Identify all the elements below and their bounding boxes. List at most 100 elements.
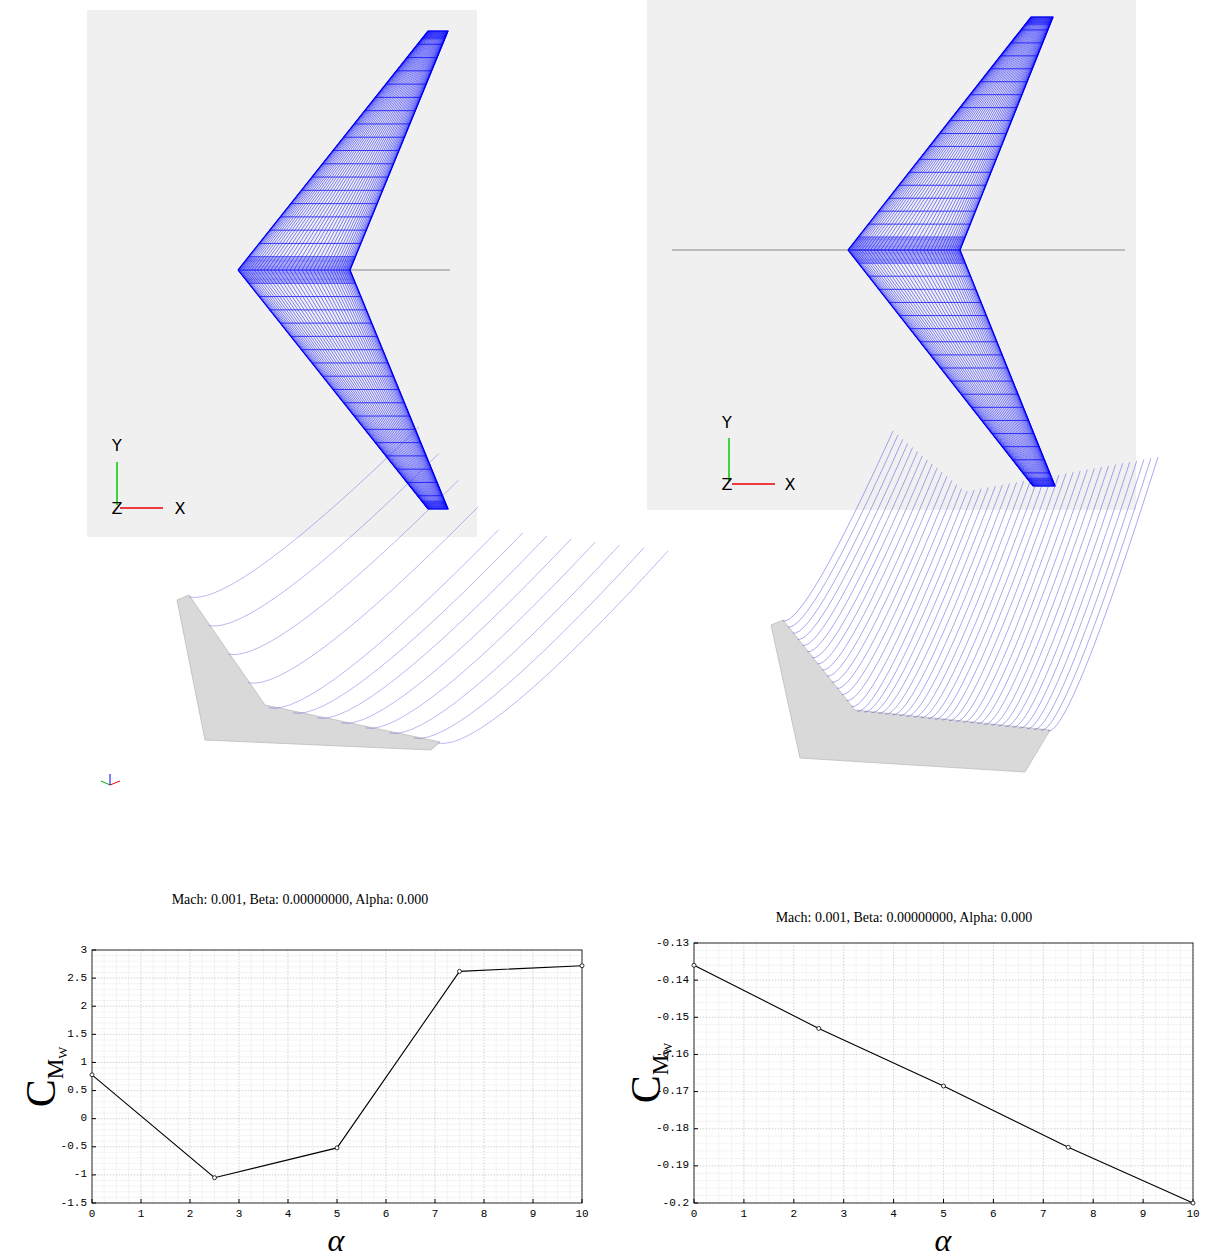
mesh-line bbox=[324, 31, 443, 270]
mesh-line bbox=[423, 502, 445, 503]
plot-title: Mach: 0.001, Beta: 0.00000000, Alpha: 0.… bbox=[776, 911, 1033, 925]
mesh-line bbox=[953, 250, 1054, 486]
symbol: C bbox=[623, 1075, 669, 1103]
major-grid bbox=[1093, 943, 1094, 1203]
mesh-line bbox=[864, 250, 1036, 486]
mesh-line bbox=[298, 270, 439, 509]
minor-grid bbox=[694, 1076, 1193, 1077]
mesh-line bbox=[310, 31, 441, 270]
minor-grid bbox=[694, 1143, 1193, 1144]
axis-x-line bbox=[110, 781, 120, 785]
wake-line bbox=[798, 443, 908, 639]
tick-label: 1.5 bbox=[67, 1029, 87, 1040]
mesh-line bbox=[306, 270, 440, 509]
data-marker bbox=[692, 963, 696, 967]
mesh-line bbox=[941, 250, 1052, 486]
minor-grid bbox=[856, 943, 857, 1203]
tick-mark bbox=[92, 1062, 96, 1063]
wake-line bbox=[209, 454, 439, 627]
minor-grid bbox=[275, 950, 276, 1203]
tick-label: -0.19 bbox=[656, 1160, 689, 1171]
minor-grid bbox=[1130, 943, 1131, 1203]
mesh-line bbox=[870, 17, 1035, 250]
axis-title: α bbox=[328, 1224, 345, 1256]
mesh-line bbox=[1025, 24, 1050, 25]
data-marker bbox=[580, 964, 584, 968]
minor-grid bbox=[520, 950, 521, 1203]
tick-label: 0.5 bbox=[67, 1085, 87, 1096]
mesh-line bbox=[1026, 23, 1050, 24]
axis-label: Y bbox=[722, 415, 732, 431]
mesh-line bbox=[339, 270, 446, 509]
minor-grid bbox=[694, 1047, 1193, 1048]
mesh-line bbox=[247, 31, 430, 270]
data-marker bbox=[213, 1176, 217, 1180]
minor-grid bbox=[214, 950, 215, 1203]
mesh-line bbox=[264, 31, 433, 270]
subscript: W bbox=[56, 1047, 70, 1059]
minor-grid bbox=[756, 943, 757, 1203]
mesh-line bbox=[884, 17, 1038, 250]
minor-grid bbox=[92, 972, 582, 973]
mesh-line bbox=[938, 250, 1051, 486]
tick-label: 2.5 bbox=[67, 973, 87, 984]
mesh-line bbox=[853, 244, 963, 245]
minor-grid bbox=[92, 1062, 582, 1063]
tick-label: -0.2 bbox=[663, 1198, 689, 1209]
mesh-line bbox=[888, 17, 1039, 250]
tick-mark bbox=[92, 1006, 96, 1007]
tick-mark bbox=[92, 1118, 96, 1119]
major-grid bbox=[239, 950, 240, 1203]
minor-grid bbox=[165, 950, 166, 1203]
view-background bbox=[87, 10, 477, 537]
mesh-line bbox=[286, 270, 437, 509]
mesh-line bbox=[949, 17, 1051, 250]
tick-label: 7 bbox=[1040, 1209, 1047, 1220]
major-grid bbox=[141, 950, 142, 1203]
minor-grid bbox=[545, 950, 546, 1203]
mesh-line bbox=[241, 266, 352, 267]
tick-mark bbox=[92, 978, 96, 979]
mesh-line bbox=[243, 275, 353, 276]
mesh-line bbox=[348, 270, 448, 509]
mesh-line bbox=[1030, 18, 1053, 19]
minor-grid bbox=[324, 950, 325, 1203]
wing-outline bbox=[848, 17, 1055, 486]
mesh-line bbox=[853, 255, 963, 256]
data-line bbox=[694, 965, 1193, 1203]
mesh-line bbox=[924, 250, 1048, 486]
minor-grid bbox=[92, 1006, 582, 1007]
tick-label: 4 bbox=[285, 1209, 292, 1220]
mesh-line bbox=[245, 270, 429, 509]
mesh-line bbox=[422, 38, 445, 39]
mesh-line bbox=[424, 36, 446, 37]
minor-grid bbox=[104, 950, 105, 1203]
mesh-line bbox=[867, 250, 1036, 486]
minor-grid bbox=[92, 1090, 582, 1091]
mesh-line bbox=[852, 17, 1032, 250]
minor-grid bbox=[743, 943, 744, 1203]
minor-grid bbox=[337, 950, 338, 1203]
tick-mark bbox=[484, 1199, 485, 1203]
mesh-line bbox=[916, 250, 1046, 486]
tick-label: -1 bbox=[74, 1169, 87, 1180]
tick-mark bbox=[1093, 1199, 1094, 1203]
minor-grid bbox=[1043, 943, 1044, 1203]
axis-label: Z bbox=[112, 501, 123, 517]
mesh-line bbox=[944, 250, 1052, 486]
wake-view-left bbox=[177, 427, 668, 750]
tick-label: 9 bbox=[1140, 1209, 1147, 1220]
mesh-line bbox=[324, 270, 443, 509]
mesh-line bbox=[934, 250, 1050, 486]
minor-grid bbox=[694, 1091, 1193, 1092]
major-grid bbox=[435, 950, 436, 1203]
tick-label: 7 bbox=[432, 1209, 439, 1220]
minor-grid bbox=[92, 1141, 582, 1142]
mesh-line bbox=[249, 270, 430, 509]
mesh-line bbox=[857, 238, 965, 239]
major-grid bbox=[533, 950, 534, 1203]
major-grid bbox=[92, 1090, 582, 1091]
axis-y-line bbox=[101, 781, 110, 785]
tick-mark bbox=[993, 1199, 994, 1203]
mesh-line bbox=[920, 17, 1045, 250]
